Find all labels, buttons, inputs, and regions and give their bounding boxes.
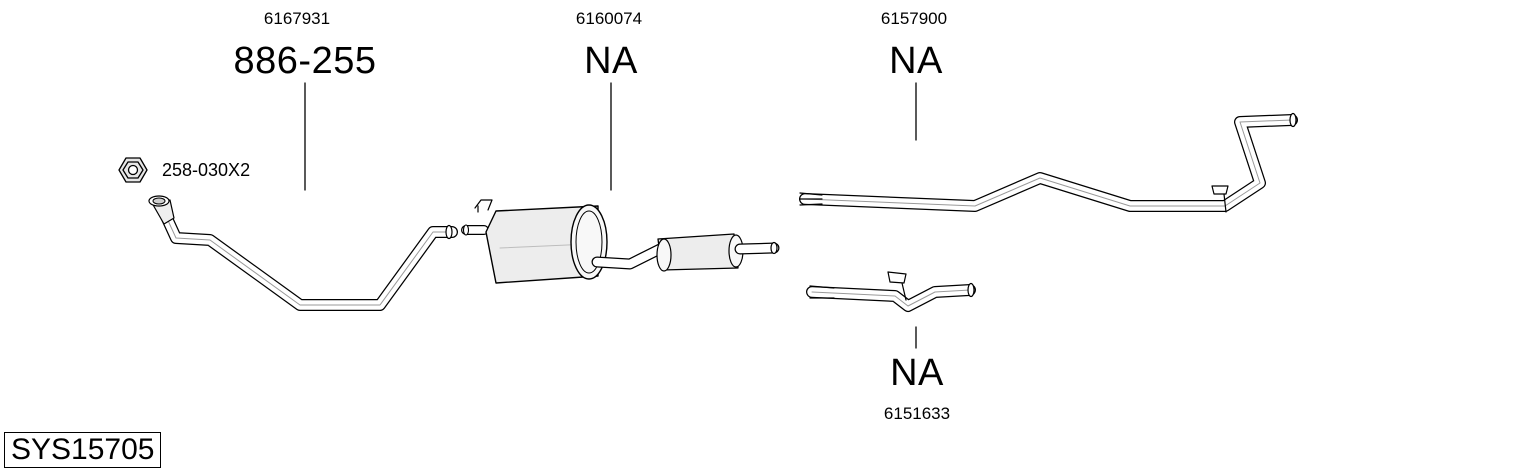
front-pipe-drawing [148,195,458,311]
part-number-tail-pipe[interactable]: NA [889,40,943,82]
part-number-front-pipe[interactable]: 886-255 [233,40,377,82]
middle-silencer-drawing [461,199,780,284]
part-number-middle-silencer[interactable]: NA [584,40,638,82]
oem-number-tail-pipe: 6157900 [880,9,948,28]
intermediate-pipe-drawing [806,271,976,312]
tail-pipe-drawing [799,112,1298,213]
part-number-intermediate-pipe[interactable]: NA [890,352,944,394]
system-code-box: SYS15705 [4,432,162,468]
oem-number-front-pipe: 6167931 [263,9,331,28]
fitting-label: 258-030X2 [162,160,251,180]
oem-number-intermediate-pipe: 6151633 [883,404,951,423]
oem-number-middle-silencer: 6160074 [575,9,643,28]
hex-nut-icon [118,157,148,183]
